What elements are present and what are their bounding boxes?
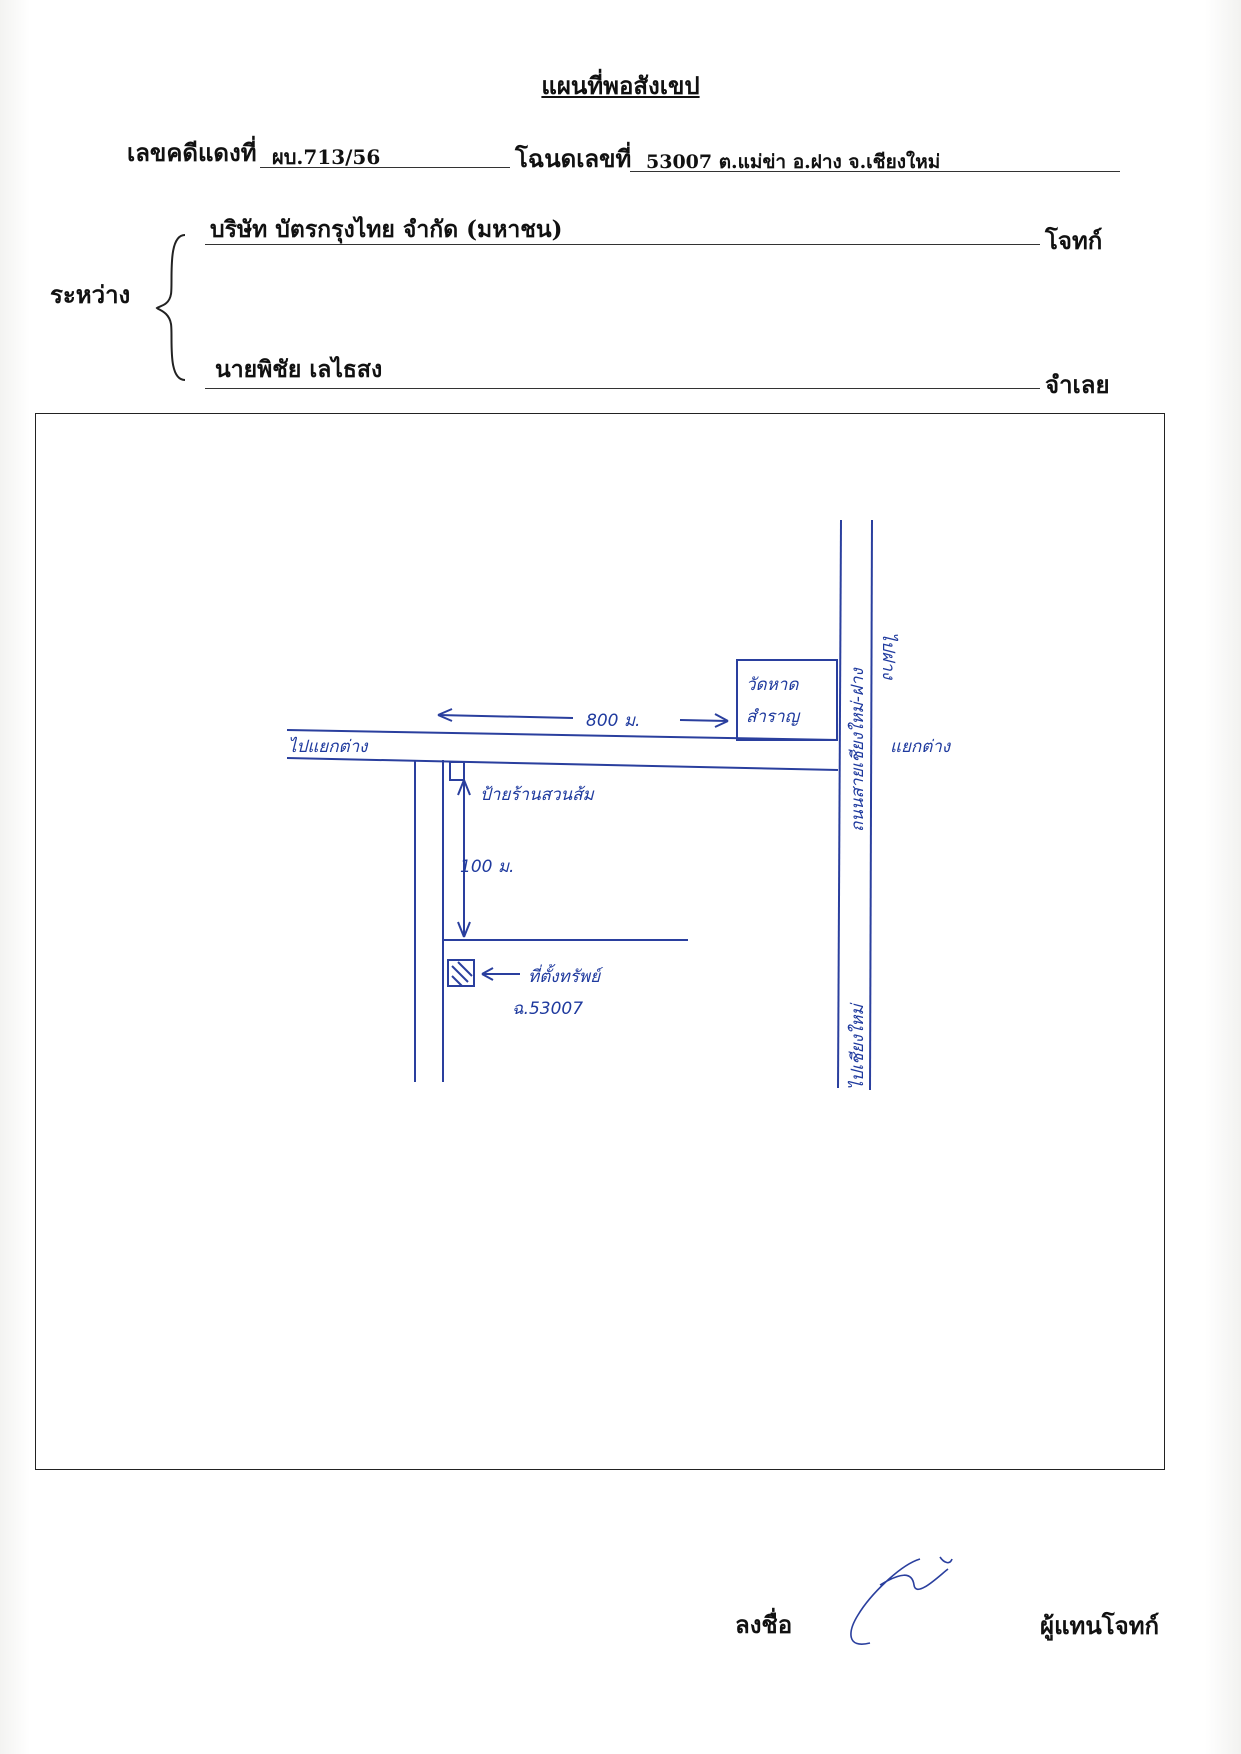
property-label: ที่ตั้งทรัพย์ xyxy=(528,963,604,987)
main-road-left-edge xyxy=(837,519,842,1089)
plaintiff-name: บริษัท บัตรกรุงไทย จำกัด (มหาชน) xyxy=(210,216,563,243)
distance-100-arrowhead-top xyxy=(457,779,471,796)
deed-underline xyxy=(630,171,1120,172)
distance-100-arrowhead-bottom xyxy=(457,921,471,938)
shop-sign-label: ป้ายร้านสวนส้ม xyxy=(480,785,595,805)
sign-label: ลงชื่อ xyxy=(735,1610,793,1639)
road-right-label: แยกต่าง xyxy=(890,737,952,757)
deed-label: โฉนดเลขที่ xyxy=(515,144,632,173)
plaintiff-underline xyxy=(205,244,1040,245)
sketch-map-frame xyxy=(35,413,1165,1470)
distance-800-arrow-left xyxy=(437,714,574,719)
brace xyxy=(155,234,186,381)
case-number-label: เลขคดีแดงที่ xyxy=(127,138,257,167)
shop-sign-marker xyxy=(449,761,465,781)
side-road-bottom-edge xyxy=(286,757,839,771)
distance-800-label: 800 ม. xyxy=(586,711,640,731)
temple-label-1: วัดหาด xyxy=(746,675,799,695)
temple-label-2: สำราญ xyxy=(746,707,801,727)
to-north-label: ไปฝาง xyxy=(878,632,899,681)
defendant-name: นายพิชัย เลไธสง xyxy=(215,356,383,383)
case-number-underline xyxy=(260,167,510,168)
defendant-underline xyxy=(205,388,1040,389)
property-deed-label: ฉ.53007 xyxy=(512,999,583,1019)
distance-800-arrowhead-left xyxy=(437,708,453,722)
distance-800-arrowhead-right xyxy=(714,713,729,728)
signature xyxy=(850,1556,953,1645)
property-hatch xyxy=(451,961,473,987)
distance-100-label: 100 ม. xyxy=(460,857,514,877)
deed-value: 53007 ต.แม่ข่า อ.ฝาง จ.เชียงใหม่ xyxy=(646,151,941,173)
defendant-role: จำเลย xyxy=(1045,370,1110,399)
between-label: ระหว่าง xyxy=(50,280,131,309)
distance-800-arrow-right xyxy=(679,719,729,722)
main-road-label: ถนนสายเชียงใหม่-ฝาง xyxy=(847,667,868,832)
side-road-top-edge xyxy=(286,729,839,741)
case-number-value: ผบ.713/56 xyxy=(272,145,381,169)
road-left-label: ไปแยกต่าง xyxy=(288,736,369,757)
main-road-right-edge xyxy=(869,519,873,1091)
property-arrow xyxy=(481,967,520,981)
to-south-label: ไปเชียงใหม่ xyxy=(847,1002,868,1090)
signer-role: ผู้แทนโจทก์ xyxy=(1040,1611,1160,1640)
plaintiff-role: โจทก์ xyxy=(1045,226,1103,255)
page-title: แผนที่พอสังเขป xyxy=(541,71,700,100)
temple-box xyxy=(736,659,838,741)
